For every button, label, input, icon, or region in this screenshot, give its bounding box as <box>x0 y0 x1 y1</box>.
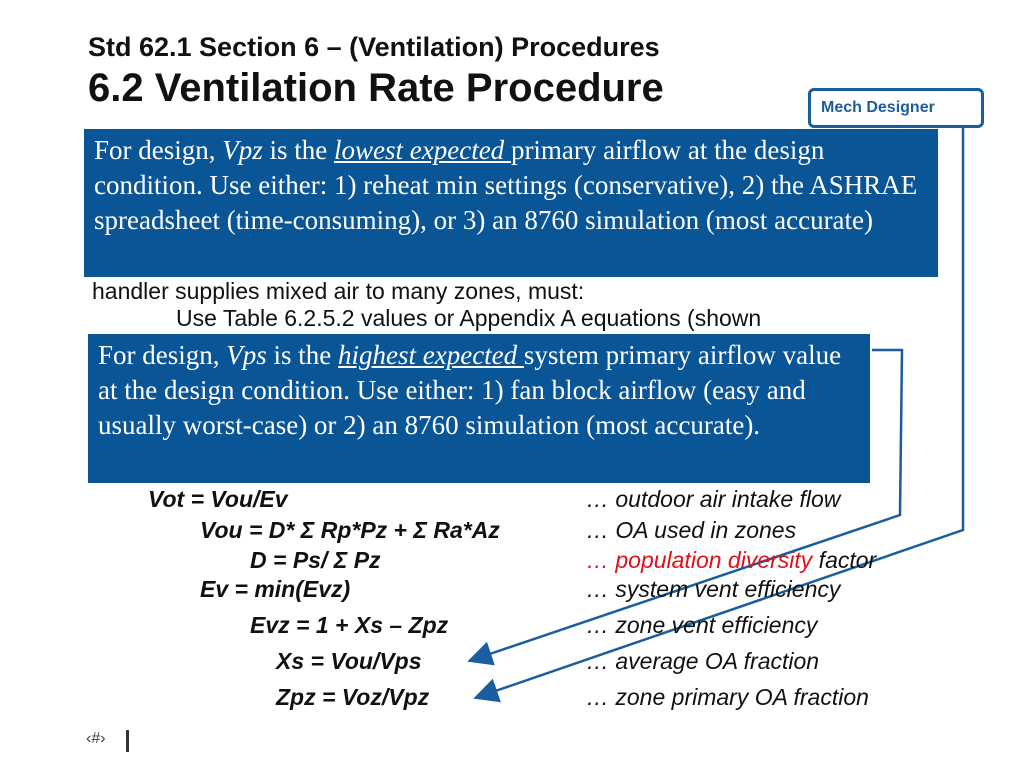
callout-text: For design, <box>94 135 223 165</box>
callout-emphasis: highest expected <box>338 340 524 370</box>
equation-ev: Ev = min(Evz) <box>200 576 351 602</box>
callout-vps: For design, Vps is the highest expected … <box>88 334 870 483</box>
callout-variable: Vps <box>226 340 267 370</box>
slide-number: ‹#› <box>86 730 106 747</box>
desc-zpz: … zone primary OA fraction <box>586 684 869 710</box>
body-text-2: Use Table 6.2.5.2 values or Appendix A e… <box>176 305 762 331</box>
slide-subtitle: Std 62.1 Section 6 – (Ventilation) Proce… <box>88 32 660 62</box>
desc-vou: … OA used in zones <box>586 517 797 543</box>
slide-title: 6.2 Ventilation Rate Procedure <box>88 66 664 110</box>
callout-text: system primary airflow value at the desi… <box>98 340 842 440</box>
desc-ev: … system vent efficiency <box>586 576 841 602</box>
desc-xs: … average OA fraction <box>586 648 820 674</box>
footer-divider <box>126 730 129 752</box>
desc-d-rest: factor <box>812 547 877 573</box>
equation-xs: Xs = Vou/Vps <box>276 648 422 674</box>
callout-emphasis: lowest expected <box>334 135 511 165</box>
callout-text: For design, <box>98 340 227 370</box>
callout-vpz: For design, Vpz is the lowest expected p… <box>84 129 938 277</box>
body-text-1: handler supplies mixed air to many zones… <box>92 278 585 304</box>
equation-zpz: Zpz = Voz/Vpz <box>276 684 430 710</box>
desc-d: … population diversity factor <box>586 547 876 573</box>
equation-vot: Vot = Vou/Ev <box>148 486 288 512</box>
callout-text: primary airflow at the design condition.… <box>94 135 918 235</box>
equation-d: D = Ps/ Σ Pz <box>250 547 381 573</box>
desc-evz: … zone vent efficiency <box>586 612 818 638</box>
equation-vou: Vou = D* Σ Rp*Pz + Σ Ra*Az <box>200 517 500 543</box>
desc-vot: … outdoor air intake flow <box>586 486 841 512</box>
callout-text: is the <box>262 135 334 165</box>
callout-text: is the <box>266 340 338 370</box>
equation-evz: Evz = 1 + Xs – Zpz <box>250 612 449 638</box>
mech-designer-badge: Mech Designer <box>808 88 984 128</box>
callout-variable: Vpz <box>222 135 263 165</box>
desc-d-highlight: … population diversity <box>586 547 813 573</box>
